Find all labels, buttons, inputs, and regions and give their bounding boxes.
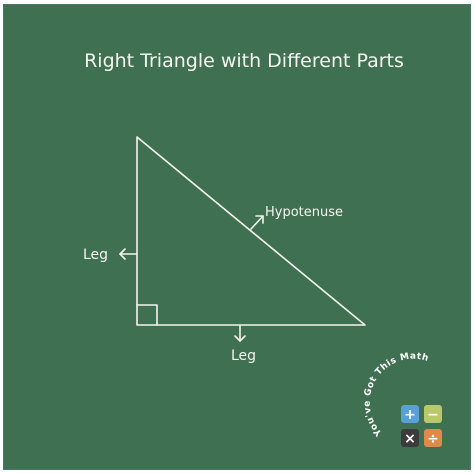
divide-tile-icon <box>424 429 442 447</box>
bottom-leg-label: Leg <box>231 348 256 364</box>
diagram-title: Right Triangle with Different Parts <box>84 50 404 72</box>
hypotenuse-arrow-icon <box>250 215 264 230</box>
right-triangle <box>136 136 366 326</box>
plus-tile-icon <box>401 405 419 423</box>
svg-text:+: + <box>404 407 416 423</box>
minus-tile-icon <box>424 405 442 423</box>
svg-text:You've Got This Math: You've Got This Math <box>363 352 430 439</box>
left-leg-label: Leg <box>83 247 108 263</box>
logo-text: You've Got This Math <box>363 352 430 439</box>
bottom-leg-arrow-icon <box>234 325 246 342</box>
left-leg-arrow-icon <box>119 248 137 260</box>
svg-text:×: × <box>404 431 416 447</box>
right-angle-marker <box>136 304 158 326</box>
svg-text:÷: ÷ <box>427 431 439 447</box>
times-tile-icon <box>401 429 419 447</box>
youve-got-this-math-logo: You've Got This Math + − × ÷ <box>363 352 442 447</box>
svg-text:−: − <box>427 407 439 423</box>
chalkboard-background <box>3 4 471 470</box>
hypotenuse-label: Hypotenuse <box>265 205 343 220</box>
